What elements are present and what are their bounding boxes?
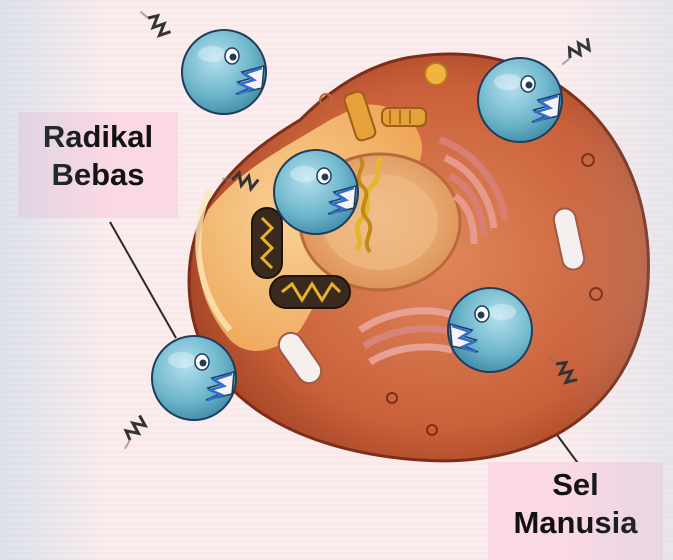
free-radicals-label: Radikal Bebas	[18, 112, 178, 218]
human-cell-label-line1: Sel	[488, 466, 663, 504]
free-radical-molecule-icon	[182, 30, 266, 114]
human-cell-label: Sel Manusia	[488, 462, 663, 560]
human-cell-label-line2: Manusia	[488, 504, 663, 542]
mitochondrion-icon	[252, 208, 282, 278]
free-radical-molecule-icon	[478, 58, 562, 142]
mitochondrion-icon	[270, 276, 350, 308]
vesicle-icon	[425, 63, 447, 85]
electron-spark-icon	[557, 35, 594, 69]
free-radical-molecule-icon	[448, 288, 532, 372]
electron-spark-icon	[118, 413, 148, 451]
human-cell	[189, 54, 648, 461]
free-radical-molecule-icon	[152, 336, 236, 420]
electron-spark-icon	[136, 5, 173, 39]
free-radicals-label-line1: Radikal	[18, 118, 178, 156]
free-radical-molecule-icon	[274, 150, 358, 234]
free-radicals-label-line2: Bebas	[18, 156, 178, 194]
radical-leader-line	[110, 222, 176, 338]
